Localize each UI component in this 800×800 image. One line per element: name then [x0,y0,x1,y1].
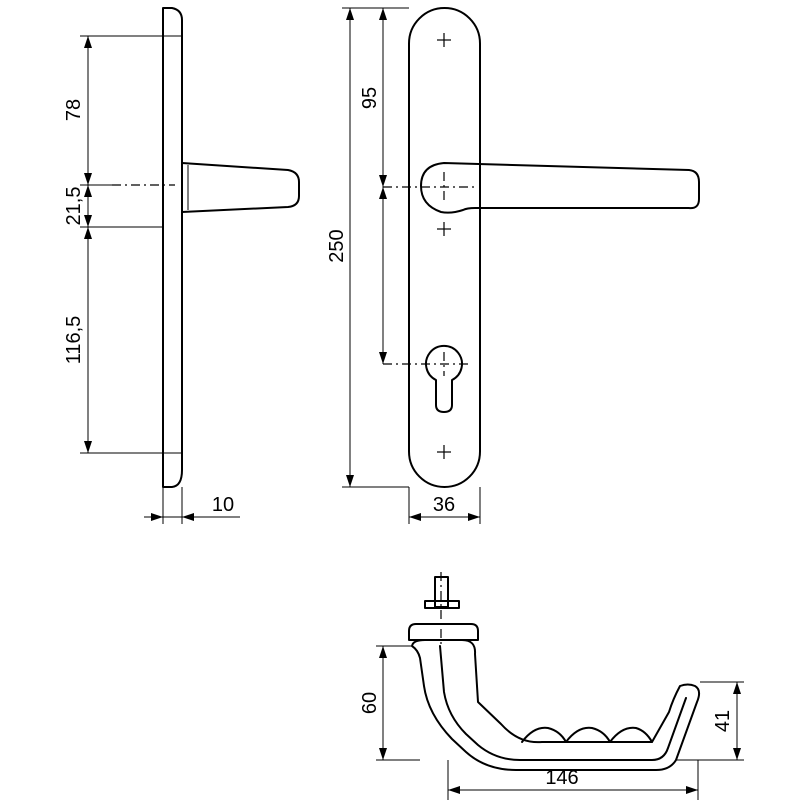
dim-label-10: 10 [212,494,234,516]
arrowhead [379,646,387,658]
side-view: 78 21,5 116,5 10 [63,7,300,524]
screw-mark [437,33,451,47]
arrowhead [409,513,421,521]
dim-label-95: 95 [359,87,381,109]
arrowhead [346,475,354,487]
arrowhead [346,8,354,20]
dim-label-21-5: 21,5 [63,187,85,226]
dim-label-78: 78 [63,99,85,121]
dim-label-250: 250 [326,229,348,262]
finger-groove [521,726,567,743]
arrowhead [379,8,387,20]
dim-label-41: 41 [712,710,734,732]
front-plate-outline [408,7,481,488]
arrowhead [379,748,387,760]
handle-profile-view: 60 146 41 [359,572,744,800]
front-lever [420,162,700,214]
cylinder-keyhole [425,344,463,413]
dim-label-146: 146 [545,767,578,789]
finger-groove [609,726,653,743]
arrowhead [468,513,480,521]
arrowhead [733,748,741,760]
arrowhead [151,513,163,521]
arrowhead [84,185,92,197]
arrowhead [182,513,194,521]
dim-label-36: 36 [433,494,455,516]
arrowhead [448,786,460,794]
spindle-collar [424,600,460,609]
arrowhead [84,441,92,453]
arrowhead [379,352,387,364]
side-plate-outline [162,7,183,488]
front-view: 250 95 36 [326,7,700,524]
arrowhead [84,227,92,239]
arrowhead [379,175,387,187]
arrowhead [84,215,92,227]
finger-groove [565,726,611,743]
screw-mark [437,222,451,236]
arrowhead [84,173,92,185]
lever-profile-outline [411,639,701,771]
side-lever-stub [181,162,300,213]
rose [408,623,479,641]
dim-label-116-5: 116,5 [63,316,85,365]
screw-mark [437,445,451,459]
dim-label-60: 60 [359,692,381,714]
arrowhead [379,187,387,199]
arrowhead [733,682,741,694]
lever-profile-inner-line [439,645,687,761]
arrowhead [686,786,698,794]
arrowhead [84,36,92,48]
